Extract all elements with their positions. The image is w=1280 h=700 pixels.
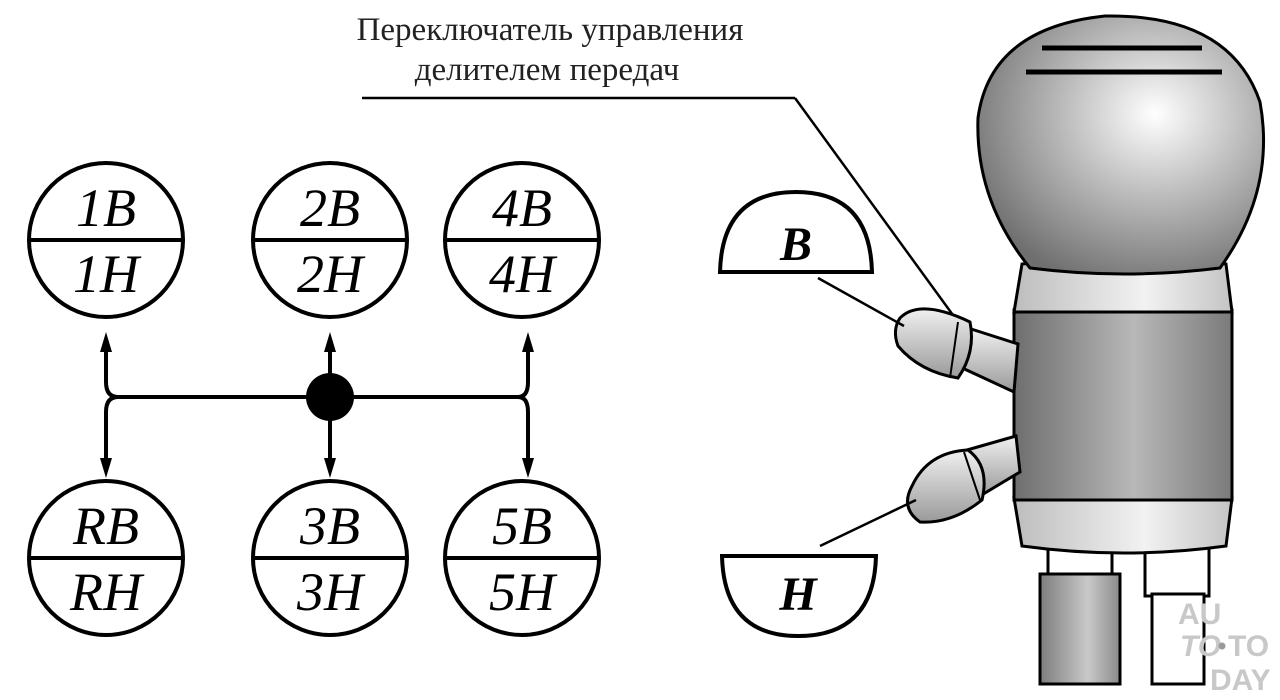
watermark-line-2a: TO <box>1180 630 1221 663</box>
gear-3-low-label: 3H <box>296 562 366 622</box>
gear-5-high-label: 5B <box>492 496 552 556</box>
gear-reverse-high-label: RB <box>72 496 139 556</box>
switch-lever-lower <box>906 434 1022 524</box>
caption-line-1: Переключатель управления <box>357 12 744 48</box>
high-range-badge: B <box>717 189 875 274</box>
knob-ball <box>976 14 1266 276</box>
gear-2: 2B 2H <box>251 161 409 319</box>
low-range-leader <box>819 498 917 548</box>
high-range-label: B <box>779 218 812 271</box>
gear-4-low-label: 4H <box>489 244 558 304</box>
gear-1-high-label: 1B <box>76 178 136 238</box>
knob-pin-right-base <box>1150 592 1206 686</box>
watermark-line-1: AU <box>1178 598 1221 631</box>
gear-reverse-low-label: RH <box>69 562 145 622</box>
gear-2-low-label: 2H <box>297 244 366 304</box>
knob-lower-collar <box>1012 496 1234 555</box>
autotoday-watermark: AU TO TO DAY <box>1178 598 1271 697</box>
gear-1-low-label: 1H <box>73 244 142 304</box>
gear-1: 1B 1H <box>27 161 185 319</box>
gear-4: 4B 4H <box>443 161 601 319</box>
knob-pin-left-base <box>1038 572 1122 686</box>
knob-pin-right <box>1143 546 1211 598</box>
caption-leader-line <box>793 97 960 323</box>
knob-body <box>1012 308 1234 502</box>
watermark-dot <box>1218 642 1226 650</box>
low-range-badge: H <box>719 554 879 639</box>
gear-knob <box>817 14 1266 686</box>
gear-4-high-label: 4B <box>492 178 552 238</box>
gear-2-high-label: 2B <box>300 178 360 238</box>
gear-3-high-label: 3B <box>299 496 360 556</box>
high-range-leader <box>817 276 905 328</box>
gear-5: 5B 5H <box>443 479 601 637</box>
neutral-dot <box>306 373 354 421</box>
shift-arrowheads <box>100 332 534 478</box>
switch-lever-upper <box>893 307 1020 395</box>
watermark-line-3: DAY <box>1210 664 1271 697</box>
caption-line-2: делителем передач <box>415 52 680 88</box>
gear-reverse: RB RH <box>27 479 185 637</box>
watermark-line-2b: TO <box>1228 630 1269 663</box>
gear-5-low-label: 5H <box>489 562 558 622</box>
gear-3: 3B 3H <box>251 479 409 637</box>
low-range-label: H <box>778 568 818 621</box>
